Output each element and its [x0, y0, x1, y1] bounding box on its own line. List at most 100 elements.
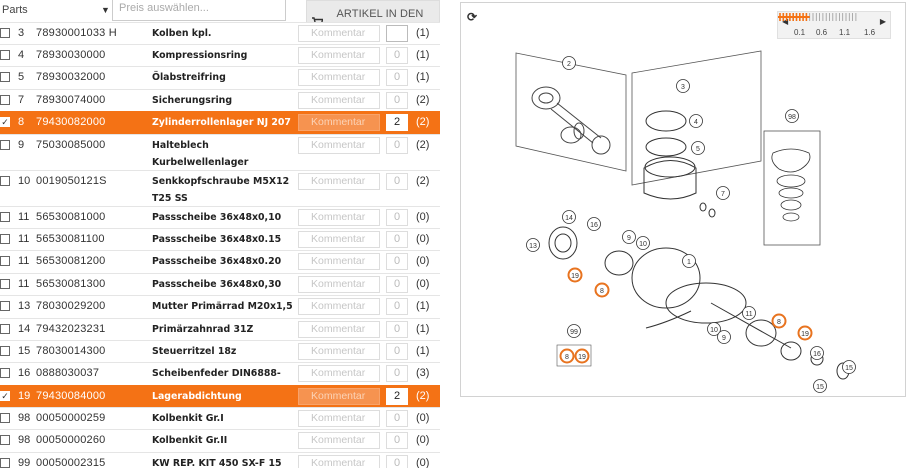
- row-quantity-input[interactable]: 0: [386, 454, 408, 468]
- row-comment-input[interactable]: Kommentar: [298, 47, 380, 64]
- parts-dropdown[interactable]: Parts ▼: [0, 0, 110, 20]
- row-comment-input[interactable]: Kommentar: [298, 208, 380, 226]
- row-quantity-input[interactable]: 0: [386, 275, 408, 293]
- row-checkbox[interactable]: [0, 301, 10, 312]
- row-checkbox[interactable]: [0, 457, 10, 468]
- row-quantity-input[interactable]: 0: [386, 410, 408, 428]
- zoom-right-arrow-icon[interactable]: ▶: [879, 17, 886, 26]
- callout-circle: [742, 306, 756, 320]
- row-quantity-input[interactable]: 0: [386, 47, 408, 64]
- row-comment-input[interactable]: Kommentar: [298, 320, 380, 338]
- row-quantity-input[interactable]: 2: [386, 387, 408, 405]
- row-quantity-input[interactable]: 0: [386, 91, 408, 109]
- callout-label: 8: [777, 319, 781, 326]
- row-comment-input[interactable]: Kommentar: [298, 69, 380, 87]
- row-checkbox[interactable]: [0, 233, 10, 244]
- row-comment-input[interactable]: Kommentar: [298, 253, 380, 271]
- row-checkbox[interactable]: [0, 345, 10, 356]
- row-quantity-input[interactable]: [386, 25, 408, 42]
- row-comment-input[interactable]: Kommentar: [298, 387, 380, 405]
- price-select[interactable]: Preis auswählen...: [112, 0, 286, 21]
- row-checkbox[interactable]: [0, 28, 10, 38]
- row-comment-input[interactable]: Kommentar: [298, 25, 380, 42]
- row-checkbox[interactable]: [0, 139, 10, 150]
- callout-circle: [587, 217, 601, 231]
- zoom-slider-track[interactable]: [778, 12, 860, 22]
- row-part-number: 78930074000: [36, 93, 106, 106]
- row-checkbox[interactable]: [0, 72, 10, 83]
- refresh-icon[interactable]: ⟳: [467, 10, 478, 24]
- row-position: 9: [18, 138, 25, 151]
- row-comment-input[interactable]: Kommentar: [298, 172, 380, 190]
- row-checkbox[interactable]: [0, 323, 10, 334]
- row-checkbox[interactable]: [0, 368, 10, 379]
- row-comment-input[interactable]: Kommentar: [298, 342, 380, 360]
- row-part-number: 78930030000: [36, 49, 106, 61]
- row-checkbox[interactable]: [0, 175, 10, 186]
- callout-label: 15: [845, 365, 853, 372]
- row-comment-input[interactable]: Kommentar: [298, 230, 380, 248]
- row-checkbox[interactable]: [0, 413, 10, 424]
- row-checkbox[interactable]: [0, 211, 10, 222]
- row-part-number: 75030085000: [36, 138, 106, 151]
- row-comment-input[interactable]: Kommentar: [298, 298, 380, 316]
- row-comment-input[interactable]: Kommentar: [298, 454, 380, 468]
- callout-circle: [810, 346, 824, 360]
- row-quantity-input[interactable]: 0: [386, 136, 408, 154]
- zoom-left-arrow-icon[interactable]: ◀: [782, 17, 789, 26]
- row-quantity-input[interactable]: 0: [386, 342, 408, 360]
- row-quantity-input[interactable]: 0: [386, 298, 408, 316]
- row-quantity-input[interactable]: 0: [386, 432, 408, 450]
- row-checkbox[interactable]: [0, 94, 10, 105]
- row-checkbox[interactable]: [0, 50, 10, 60]
- row-quantity-input[interactable]: 0: [386, 172, 408, 190]
- row-checkbox[interactable]: ✓: [0, 390, 10, 401]
- row-availability: (0): [416, 434, 430, 447]
- callout-label: 4: [694, 119, 698, 126]
- row-comment-input[interactable]: Kommentar: [298, 275, 380, 293]
- row-comment-input[interactable]: Kommentar: [298, 91, 380, 109]
- callout-label: 16: [590, 222, 598, 229]
- row-comment-input[interactable]: Kommentar: [298, 410, 380, 428]
- row-checkbox[interactable]: [0, 435, 10, 446]
- row-checkbox[interactable]: [0, 278, 10, 289]
- row-quantity-input[interactable]: 0: [386, 365, 408, 383]
- row-quantity-input[interactable]: 2: [386, 114, 408, 132]
- row-comment-input[interactable]: Kommentar: [298, 136, 380, 154]
- row-quantity-input[interactable]: 0: [386, 230, 408, 248]
- callout-label: 14: [565, 215, 573, 222]
- row-quantity-input[interactable]: 0: [386, 320, 408, 338]
- row-quantity-input[interactable]: 0: [386, 253, 408, 271]
- row-quantity-input[interactable]: 0: [386, 69, 408, 87]
- row-position: 15: [18, 344, 31, 357]
- row-comment-input[interactable]: Kommentar: [298, 114, 380, 132]
- row-checkbox[interactable]: ✓: [0, 117, 10, 128]
- callout-label: 16: [813, 351, 821, 358]
- row-quantity-input[interactable]: 0: [386, 208, 408, 226]
- row-comment-input[interactable]: Kommentar: [298, 432, 380, 450]
- row-comment-input[interactable]: Kommentar: [298, 365, 380, 383]
- row-checkbox[interactable]: [0, 256, 10, 267]
